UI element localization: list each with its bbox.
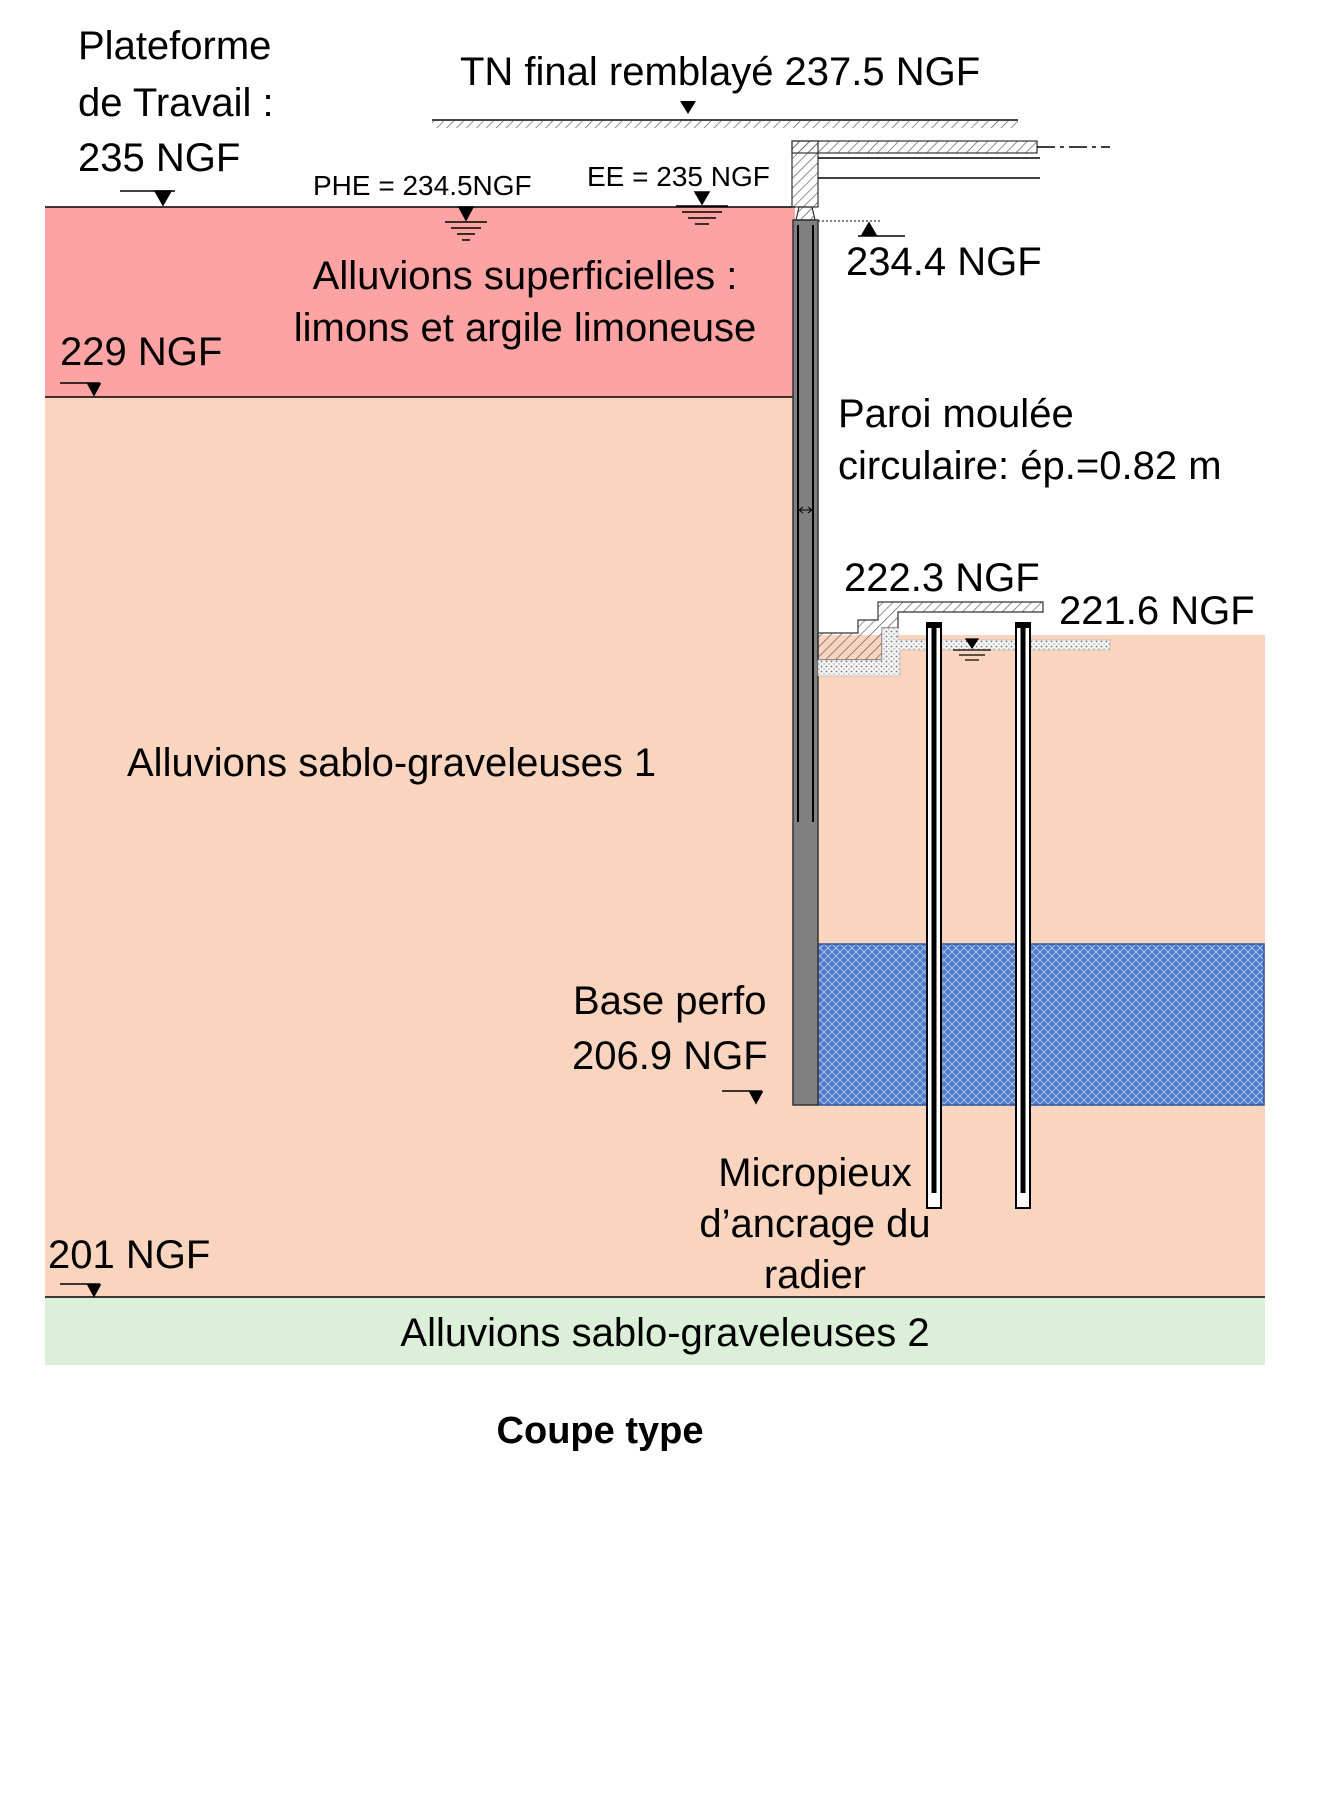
layer1-base-level: 229 NGF <box>60 330 223 374</box>
raft-level-1: 222.3 NGF <box>844 556 1040 600</box>
level-marker-2069 <box>722 1090 764 1105</box>
diaphragm-wall <box>792 219 819 1106</box>
raft-gravel-layer <box>817 627 1111 677</box>
level-marker-201 <box>60 1283 102 1298</box>
layer-sablo-graveleuses-2 <box>45 1297 1265 1365</box>
blue-treatment-zone <box>817 943 1265 1106</box>
wall-top-level: 234.4 NGF <box>846 240 1042 284</box>
base-perfo-label: Base perfo <box>573 979 767 1023</box>
phe-label: PHE = 234.5NGF <box>313 170 532 201</box>
level-marker-229 <box>60 382 102 397</box>
water-level-marker-ee <box>676 191 728 225</box>
level-marker-tn <box>680 101 696 114</box>
water-level-marker-raft <box>953 638 991 661</box>
plateforme-label-line2: de Travail : <box>78 81 274 125</box>
micropiles-label-line1: Micropieux <box>718 1151 912 1195</box>
plateforme-level: 235 NGF <box>78 136 241 180</box>
base-perfo-level: 206.9 NGF <box>572 1034 768 1078</box>
layer1-label-line1: Alluvions superficielles : <box>312 254 738 298</box>
figure-caption: Coupe type <box>496 1410 704 1452</box>
level-marker-2344 <box>858 221 905 237</box>
layer3-label: Alluvions sablo-graveleuses 2 <box>400 1311 930 1355</box>
layer2-base-level: 201 NGF <box>48 1233 211 1277</box>
wall-label-line1: Paroi moulée <box>838 392 1074 436</box>
layer-alluvions-superficielles <box>45 207 795 397</box>
micropiles-label-line2: d’ancrage du <box>699 1202 931 1246</box>
tn-final-label: TN final remblayé 237.5 NGF <box>460 50 981 94</box>
micropiles-label-line3: radier <box>763 1253 867 1297</box>
layer2-label: Alluvions sablo-graveleuses 1 <box>127 741 657 785</box>
level-marker-235 <box>120 190 175 207</box>
raft-level-2: 221.6 NGF <box>1059 589 1255 633</box>
plateforme-label-line1: Plateforme <box>78 24 272 68</box>
ee-label: EE = 235 NGF <box>587 161 770 192</box>
excavation-void <box>818 130 1268 635</box>
wall-label-line2: circulaire: ép.=0.82 m <box>838 444 1222 488</box>
layer1-label-line2: limons et argile limoneuse <box>293 306 757 350</box>
water-level-marker-phe <box>445 206 487 241</box>
